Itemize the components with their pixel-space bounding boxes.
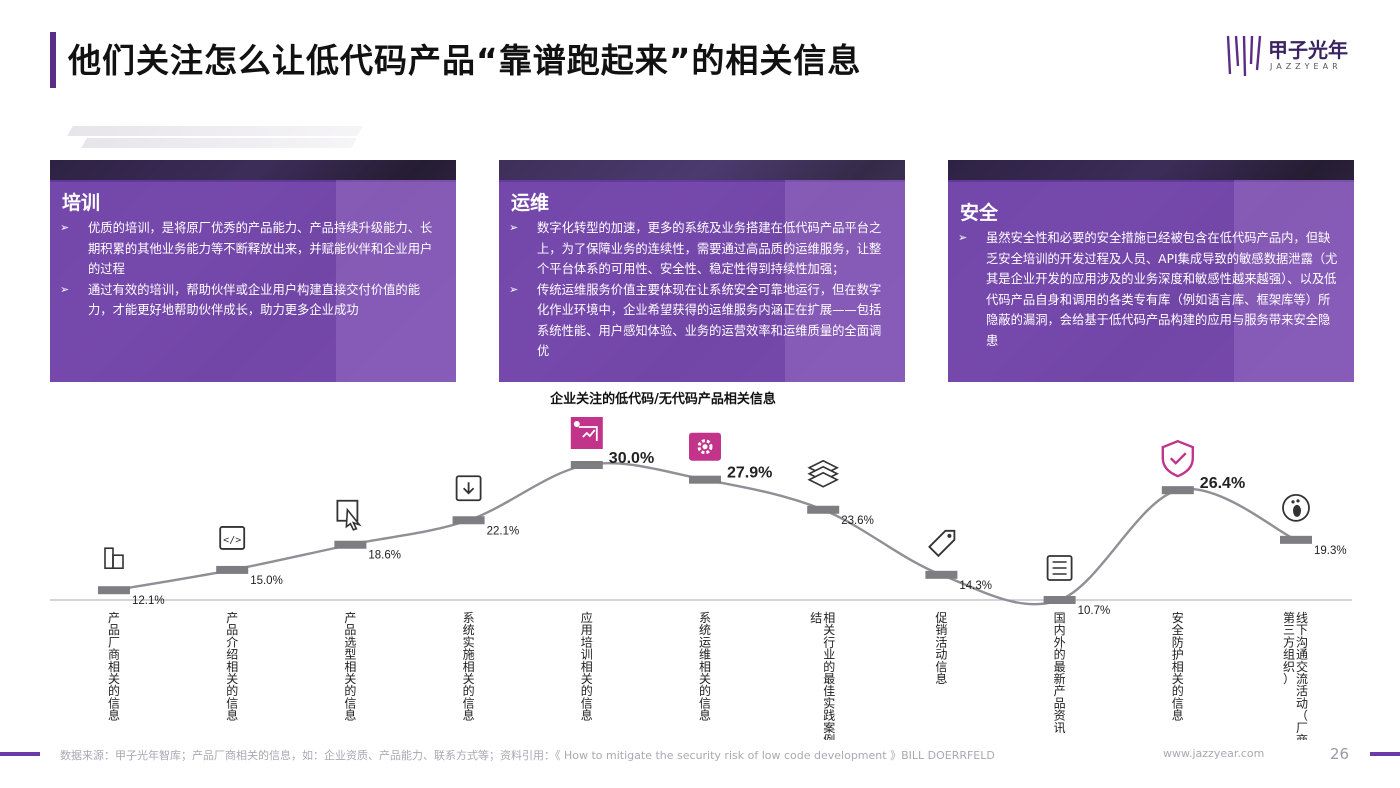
- card-training: 培训 优质的培训，是将原厂优秀的产品能力、产品持续升级能力、长期积累的其他业务能…: [50, 160, 456, 382]
- footer-accent-left: [0, 752, 40, 756]
- layers-icon: [807, 459, 839, 488]
- footer-url[interactable]: www.jazzyear.com: [1163, 747, 1265, 760]
- data-label: 23.6%: [841, 515, 874, 527]
- data-point-marker: [807, 505, 840, 514]
- card-security: 安全 虽然安全性和必要的安全措施已经被包含在低代码产品内，但缺乏安全培训的开发过…: [948, 160, 1354, 382]
- card-bullet: 优质的培训，是将原厂优秀的产品能力、产品持续升级能力、长期积累的其他业务能力等不…: [60, 218, 444, 280]
- icon-part: [807, 471, 839, 488]
- category-label: 安全防护相关的信息: [1172, 610, 1184, 723]
- card-bullet: 通过有效的培训，帮助伙伴或企业用户构建直接交付价值的能力，才能更好地帮助伙伴成长…: [60, 280, 444, 321]
- data-label: 15.0%: [250, 575, 283, 587]
- icon-part: [947, 533, 952, 538]
- icon-part: [1052, 561, 1067, 575]
- shield-check-icon: [1161, 439, 1195, 478]
- card-title: 安全: [960, 202, 999, 224]
- data-point-marker: [98, 586, 130, 595]
- series-line: [113, 462, 1297, 606]
- icon-part: [697, 439, 713, 455]
- data-label: 18.6%: [368, 550, 401, 562]
- icon-part: [1296, 499, 1300, 503]
- category-label: 产品厂商相关的信息: [108, 611, 120, 723]
- download-box-icon: [455, 475, 482, 502]
- data-point-marker: [1161, 486, 1194, 495]
- logo-mark-icon: [1226, 35, 1262, 77]
- data-label: 12.1%: [132, 595, 165, 607]
- icon-part: [112, 554, 124, 570]
- icon-part: [1293, 504, 1301, 517]
- data-point-marker: [1043, 596, 1076, 604]
- category-label: 线下沟通交流活动（厂商或第三方组织）: [1283, 611, 1308, 740]
- card-bullet: 虽然安全性和必要的安全措施已经被包含在低代码产品内，但缺乏安全培训的开发过程及人…: [958, 228, 1342, 351]
- category-label: 系统运维相关的信息: [699, 611, 711, 723]
- logo-subtitle: JAZZYEAR: [1270, 62, 1342, 71]
- data-point-marker: [216, 565, 249, 574]
- data-label: 27.9%: [727, 465, 772, 482]
- data-point-marker: [452, 516, 485, 525]
- presentation-icon: [570, 417, 603, 449]
- card-title: 培训: [62, 192, 101, 214]
- newspaper-icon: [1046, 555, 1073, 581]
- data-label: 19.3%: [1314, 545, 1347, 557]
- icon-part: [455, 475, 482, 502]
- card-bullets: 数字化转型的加速，更多的系统及业务搭建在低代码产品平台之上，为了保障业务的连续性…: [509, 218, 893, 362]
- data-point-marker: [689, 475, 721, 484]
- page-title: 他们关注怎么让低代码产品“靠谱跑起来”的相关信息: [68, 41, 862, 80]
- title-accent-bar: [50, 32, 56, 88]
- data-label: 22.1%: [487, 525, 520, 537]
- footprint-icon: [1282, 493, 1310, 522]
- price-tag-icon: [928, 529, 956, 558]
- chart-title: 企业关注的低代码/无代码产品相关信息: [550, 392, 776, 407]
- cursor-click-icon: [336, 499, 362, 531]
- data-point-marker: [334, 540, 367, 549]
- line-chart: 12.1% 产品厂商相关的信息 </> 15.0% 产品介绍相关的信息 18.6% 产品选型…: [50, 417, 1352, 740]
- data-label: 14.3%: [959, 580, 992, 592]
- icon-part: [928, 529, 956, 558]
- icon-part: [1169, 452, 1187, 465]
- icon-part: [345, 507, 362, 531]
- code-window-icon: </>: [219, 526, 246, 550]
- icon-part: [573, 421, 580, 427]
- page-number: 26: [1330, 745, 1350, 763]
- icon-part: [578, 426, 598, 441]
- icon-part: [1291, 500, 1295, 504]
- data-point-marker: [570, 461, 603, 469]
- icon-part: [1046, 555, 1073, 581]
- deco-stripe: [81, 138, 357, 148]
- gear-window-icon: [689, 432, 721, 461]
- icon-part: </>: [223, 535, 241, 546]
- category-label: 产品介绍相关的信息: [226, 611, 238, 723]
- card-operations: 运维 数字化转型的加速，更多的系统及业务搭建在低代码产品平台之上，为了保障业务的…: [499, 160, 905, 382]
- card-bullets: 优质的培训，是将原厂优秀的产品能力、产品持续升级能力、长期积累的其他业务能力等不…: [60, 218, 444, 321]
- data-point-marker: [1280, 535, 1312, 544]
- icon-part: [219, 526, 246, 550]
- card-bullets: 虽然安全性和必要的安全措施已经被包含在低代码产品内，但缺乏安全培训的开发过程及人…: [958, 228, 1342, 351]
- card-bullet: 数字化转型的加速，更多的系统及业务搭建在低代码产品平台之上，为了保障业务的连续性…: [509, 218, 893, 280]
- icon-part: [462, 482, 475, 495]
- footer-source: 数据来源：甲子光年智库；产品厂商相关的信息，如：企业资质、产品能力、联系方式等；…: [60, 749, 995, 762]
- icon-part: [1282, 493, 1310, 522]
- icon-part: [104, 547, 114, 570]
- footer-accent-right: [1370, 752, 1400, 756]
- category-label: 国内外的最新产品资讯: [1054, 611, 1066, 735]
- category-label: 应用培训相关的信息: [581, 610, 593, 723]
- category-label: 相关行业的最佳实践案例总结: [810, 611, 835, 740]
- category-label: 系统实施相关的信息: [463, 611, 475, 723]
- logo-name: 甲子光年: [1268, 38, 1348, 62]
- data-point-marker: [925, 570, 958, 579]
- category-label: 产品选型相关的信息: [344, 611, 356, 723]
- icon-part: [702, 444, 708, 450]
- icon-part: [1161, 439, 1195, 478]
- card-title: 运维: [511, 192, 550, 214]
- category-label: 促销活动信息: [935, 611, 947, 686]
- building-icon: [104, 547, 124, 570]
- data-label: 30.0%: [609, 450, 654, 467]
- card-bullet: 传统运维服务价值主要体现在让系统安全可靠地运行，但在数字化作业环境中，企业希望获…: [509, 280, 893, 362]
- deco-stripe: [67, 126, 363, 136]
- data-label: 10.7%: [1078, 605, 1111, 617]
- data-label: 26.4%: [1200, 475, 1245, 492]
